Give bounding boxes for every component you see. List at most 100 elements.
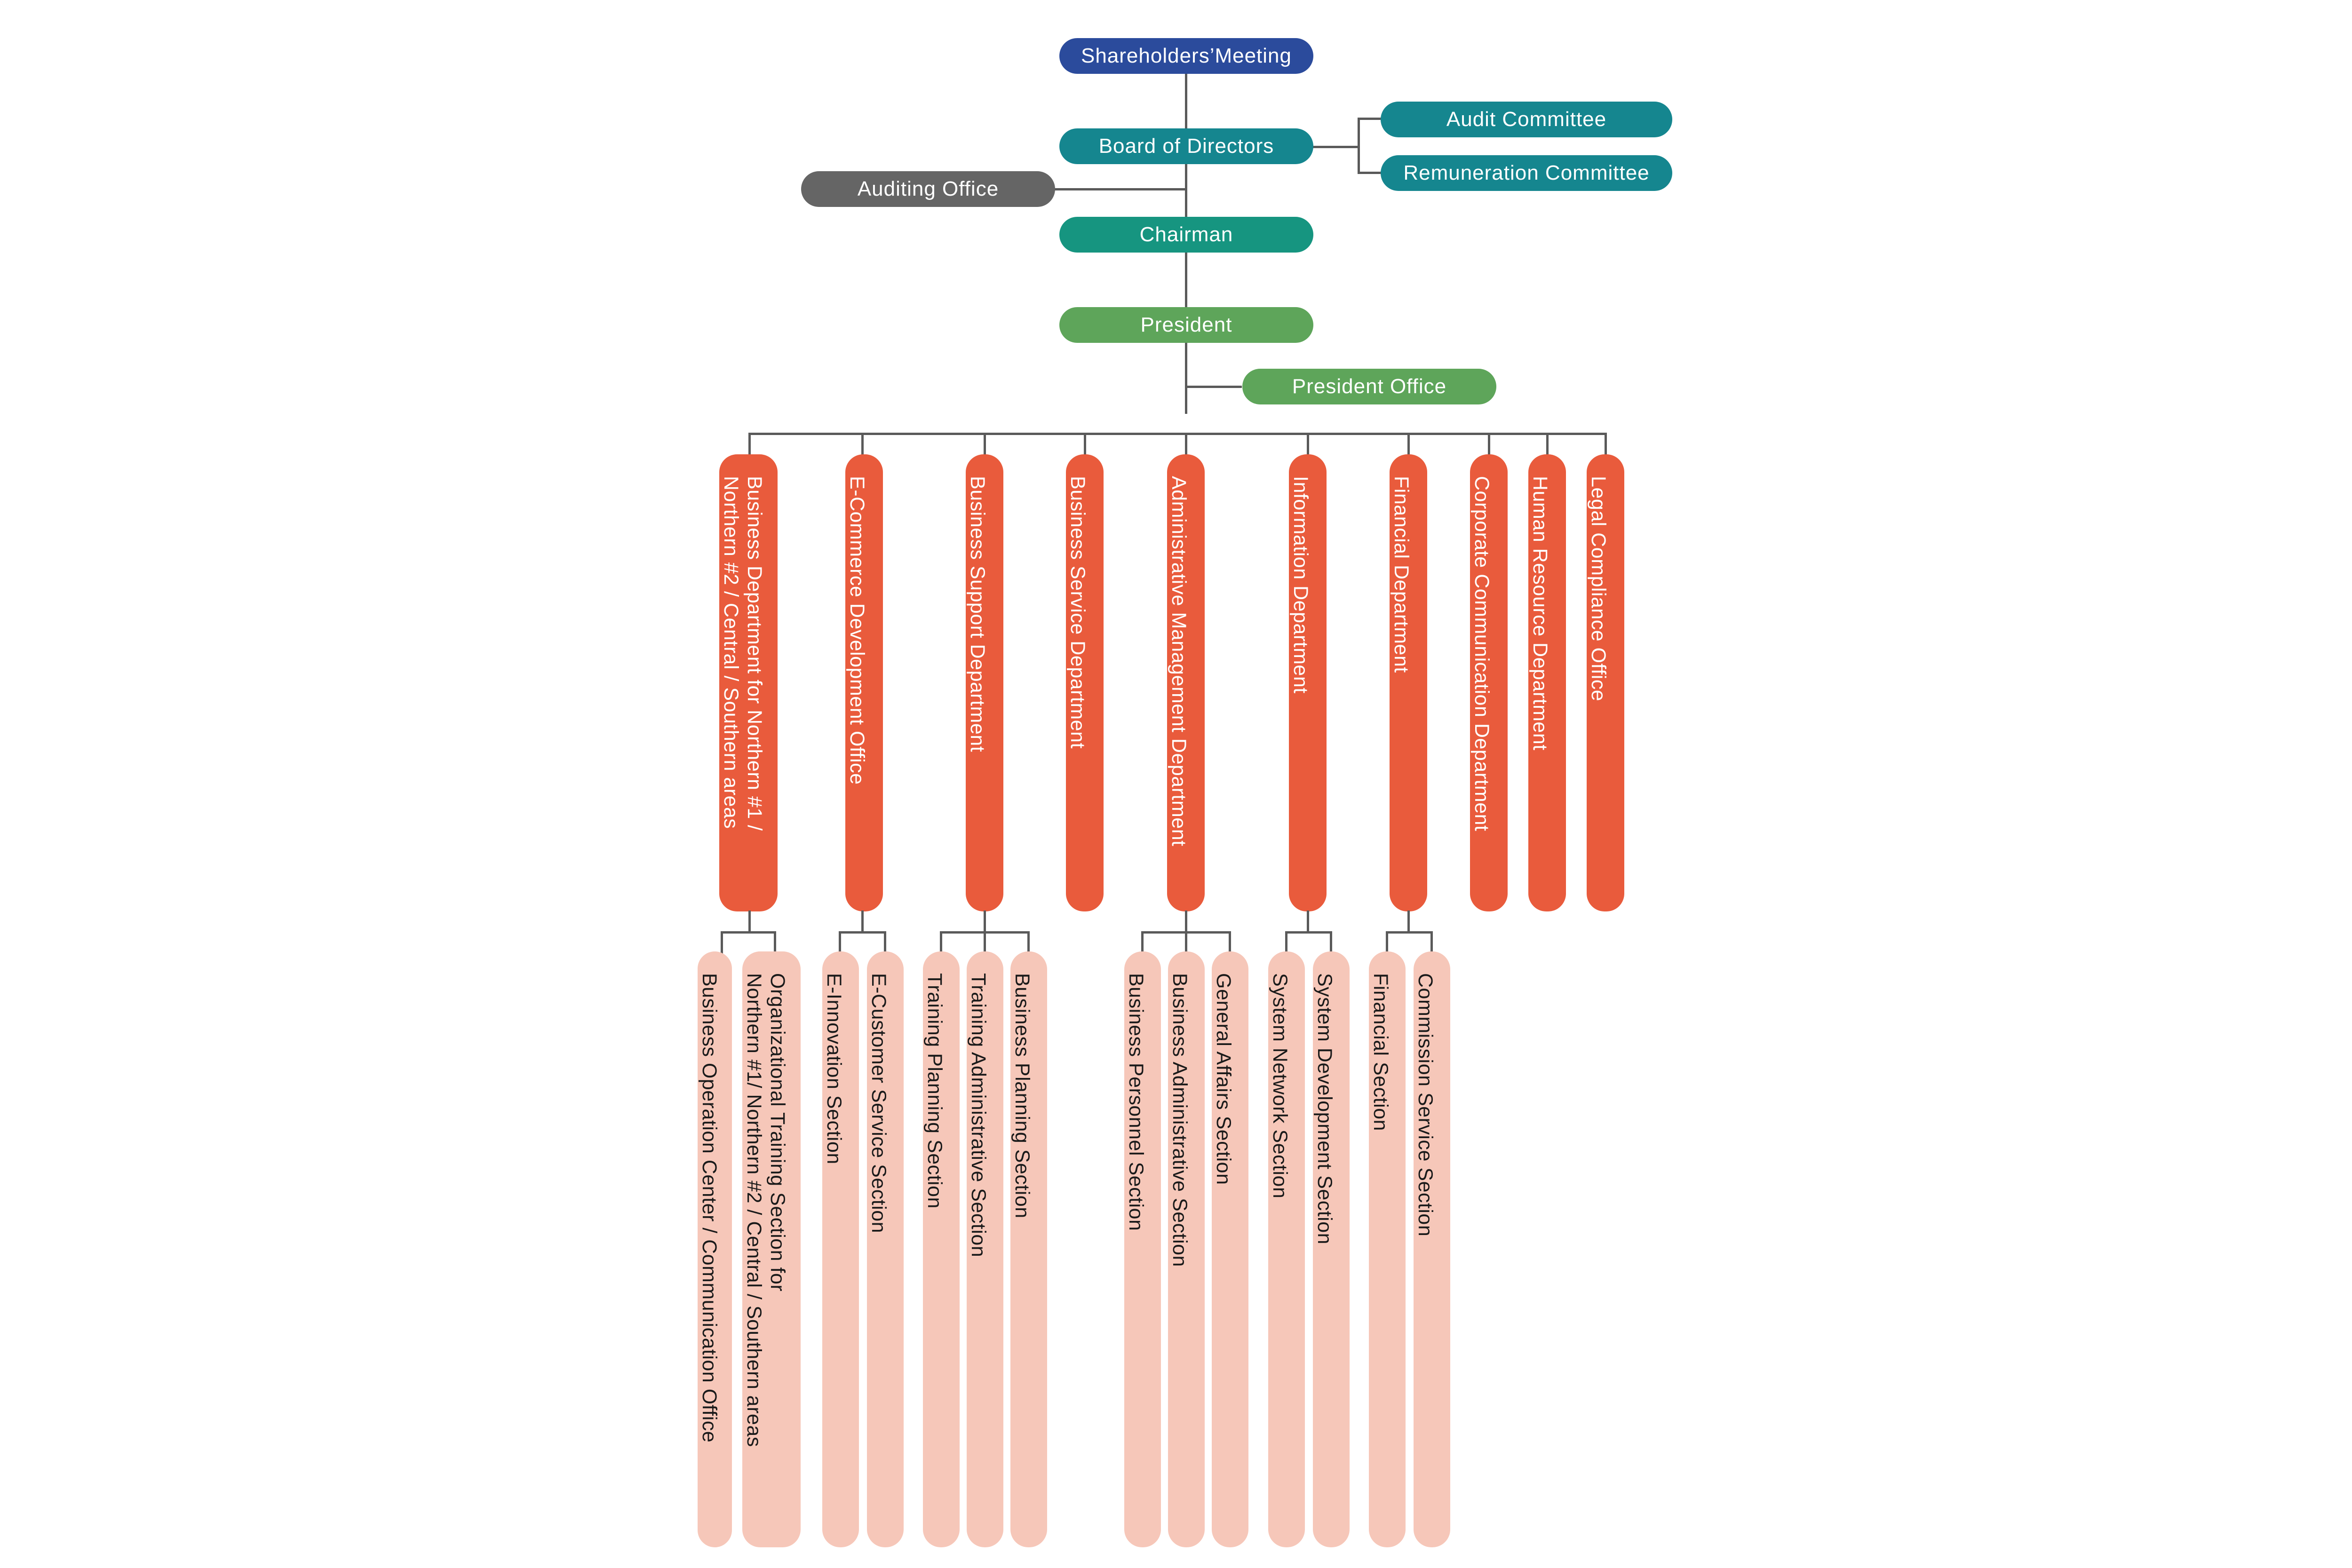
department-node: Corporate Communication Department [1470,454,1508,911]
connector-line [1084,433,1086,456]
connector-line [1307,433,1309,456]
connector-line [1185,911,1187,932]
connector-line [1312,146,1359,148]
connector-line [1185,931,1187,954]
section-label: System Network Section [1269,973,1291,1199]
connector-line [1407,433,1410,456]
connector-line [749,433,1607,435]
section-node: Organizational Training Section for Nort… [742,951,801,1547]
connector-line [839,931,841,954]
section-label: Organizational Training Section for Nort… [743,973,789,1447]
connector-line [940,931,942,954]
president-office-node: President Office [1242,369,1496,404]
shareholders-meeting-label: Shareholders’Meeting [1081,44,1292,67]
connector-line [774,931,776,954]
auditing-office-label: Auditing Office [857,177,999,200]
department-label: Financial Department [1390,476,1413,673]
connector-line [1386,931,1433,934]
department-node: Information Department [1289,454,1327,911]
department-label: Information Department [1289,476,1312,694]
connector-line [1307,911,1309,932]
connector-line [1407,911,1410,932]
connector-line [748,911,751,932]
department-label: E-Commerce Development Office [846,476,868,785]
connector-line [1386,931,1388,954]
connector-line [861,911,864,932]
section-node: System Network Section [1268,951,1305,1547]
section-label: Commission Service Section [1414,973,1437,1237]
connector-line [1141,931,1144,954]
section-label: Business Administrative Section [1168,973,1191,1267]
connector-line [1229,931,1231,954]
connector-line [1546,433,1549,456]
section-node: Business Planning Section [1010,951,1047,1547]
connector-line [1358,118,1381,120]
section-node: Business Administrative Section [1168,951,1205,1547]
remuneration-committee-node: Remuneration Committee [1381,155,1672,191]
connector-line [1330,931,1332,954]
connector-line [1358,118,1360,174]
connector-line [748,433,751,456]
section-label: Financial Section [1369,973,1392,1131]
section-node: Commission Service Section [1414,951,1450,1547]
department-node: Human Resource Department [1528,454,1566,911]
connector-line [1358,172,1381,174]
audit-committee-label: Audit Committee [1446,108,1607,131]
section-label: Business Personnel Section [1125,973,1147,1231]
connector-line [1185,386,1242,388]
department-label: Legal Compliance Office [1587,476,1610,702]
connector-line [1185,433,1187,456]
president-office-label: President Office [1292,375,1447,398]
connector-line [984,433,986,456]
department-node: Legal Compliance Office [1587,454,1624,911]
connector-line [861,433,864,456]
section-node: System Development Section [1313,951,1350,1547]
section-label: E-Customer Service Section [867,973,890,1234]
connector-line [1285,931,1287,954]
department-label: Administrative Management Department [1168,476,1190,847]
connector-line [1054,188,1186,190]
department-label: Corporate Communication Department [1470,476,1493,832]
connector-line [839,931,886,934]
department-label: Business Department for Northern #1 / No… [720,476,766,831]
chairman-label: Chairman [1139,223,1233,246]
section-label: Business Operation Center / Communicatio… [698,973,721,1443]
section-node: Financial Section [1369,951,1406,1547]
department-label: Human Resource Department [1529,476,1551,751]
section-node: E-Customer Service Section [867,951,904,1547]
chairman-node: Chairman [1059,217,1313,253]
connector-line [1488,433,1490,456]
department-node: Business Service Department [1066,454,1104,911]
section-label: E-Innovation Section [823,973,845,1164]
department-node: Business Department for Northern #1 / No… [719,454,778,911]
auditing-office-node: Auditing Office [801,171,1055,207]
president-node: President [1059,307,1313,343]
connector-line [984,931,986,954]
department-node: E-Commerce Development Office [845,454,883,911]
department-label: Business Service Department [1066,476,1089,749]
connector-line [1430,931,1433,954]
section-label: Business Planning Section [1011,973,1033,1219]
department-label: Business Support Department [966,476,989,752]
connector-line [1605,433,1607,456]
board-of-directors-node: Board of Directors [1059,128,1313,164]
connector-line [884,931,886,954]
section-node: Training Administrative Section [967,951,1003,1547]
section-label: Training Administrative Section [967,973,990,1258]
section-node: General Affairs Section [1212,951,1248,1547]
connector-line [1285,931,1332,934]
section-label: General Affairs Section [1212,973,1235,1185]
connector-line [721,931,776,934]
department-node: Business Support Department [966,454,1003,911]
section-node: Training Planning Section [923,951,960,1547]
audit-committee-node: Audit Committee [1381,102,1672,137]
shareholders-meeting-node: Shareholders’Meeting [1059,38,1313,74]
section-label: Training Planning Section [923,973,946,1209]
department-node: Financial Department [1390,454,1427,911]
section-node: E-Innovation Section [822,951,859,1547]
section-node: Business Operation Center / Communicatio… [698,951,732,1547]
section-label: System Development Section [1313,973,1336,1245]
remuneration-committee-label: Remuneration Committee [1403,161,1650,184]
board-of-directors-label: Board of Directors [1098,135,1274,158]
